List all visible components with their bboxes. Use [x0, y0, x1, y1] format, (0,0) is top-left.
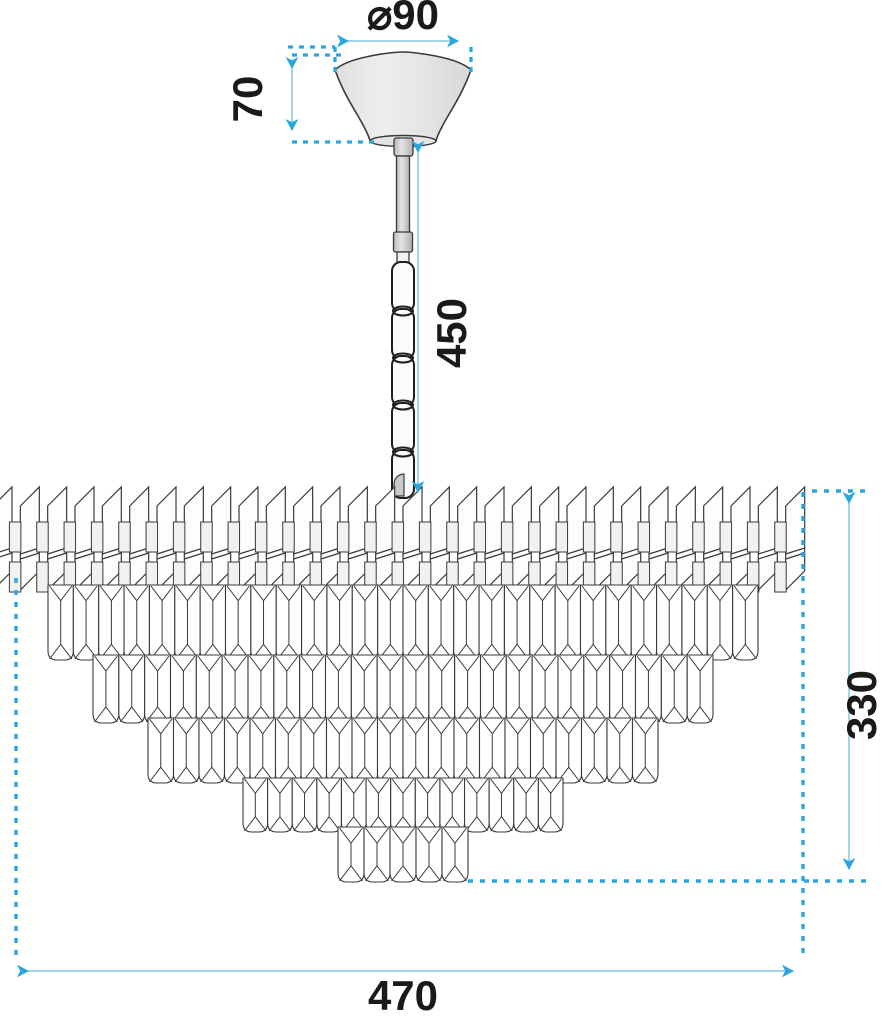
glass-plate: [90, 485, 122, 593]
glass-plate: [118, 485, 150, 593]
glass-plate: [500, 485, 532, 593]
shade-tier-plates: [0, 485, 806, 593]
canopy-height-label: 70: [224, 76, 271, 123]
glass-plate: [719, 485, 751, 593]
glass-plate: [391, 485, 423, 593]
dimension-overall-width: [14, 492, 810, 978]
glass-plate: [418, 485, 450, 593]
suspension-length-label: 450: [428, 298, 475, 368]
glass-plate: [692, 485, 724, 593]
glass-plate: [254, 485, 286, 593]
crystal-rod-tier: [92, 654, 714, 724]
glass-plate: [282, 485, 314, 593]
glass-plate: [145, 485, 177, 593]
glass-plate: [582, 485, 614, 593]
dimension-shade-height: [812, 489, 866, 883]
canopy-diameter-label: ⌀90: [367, 0, 439, 38]
glass-plate: [473, 485, 505, 593]
glass-plate: [172, 485, 204, 593]
glass-plate: [774, 485, 806, 593]
crystal-rod-tier: [147, 717, 659, 784]
glass-plate: [746, 485, 778, 593]
glass-plate: [227, 485, 259, 593]
glass-plate: [555, 485, 587, 593]
glass-plate: [610, 485, 642, 593]
shade-tier-rods: [47, 584, 759, 883]
dimension-canopy-height: [285, 53, 375, 144]
crystal-rod-tier: [242, 777, 564, 833]
glass-plate: [309, 485, 341, 593]
glass-plate: [528, 485, 560, 593]
glass-plate: [364, 485, 396, 593]
shade-height-label: 330: [838, 670, 885, 740]
glass-plate: [36, 485, 68, 593]
glass-plate: [63, 485, 95, 593]
suspension-rod: [392, 137, 414, 265]
crystal-rod-tier: [337, 826, 469, 883]
glass-plate: [664, 485, 696, 593]
crystal-bead-chain: [391, 261, 415, 499]
crystal-rod-tier: [47, 584, 759, 661]
glass-plate: [637, 485, 669, 593]
glass-plate: [336, 485, 368, 593]
glass-plate: [8, 485, 40, 593]
ceiling-canopy: [334, 51, 472, 148]
glass-plate: [200, 485, 232, 593]
glass-plate: [446, 485, 478, 593]
overall-width-label: 470: [368, 972, 438, 1019]
dimension-canopy-diameter: [288, 34, 473, 72]
